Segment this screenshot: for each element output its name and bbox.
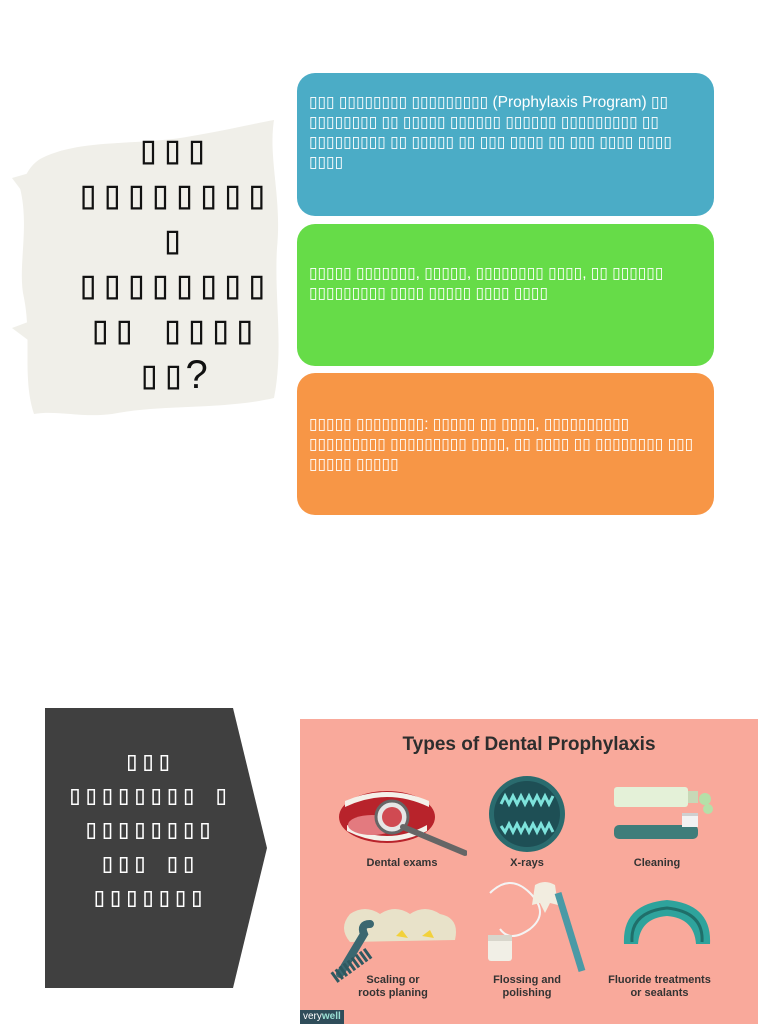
section-chevron — [45, 708, 267, 988]
dental-prophylaxis-infographic: Types of Dental Prophylaxis Dental exams… — [300, 719, 758, 1024]
verywell-logo: verywell — [300, 1010, 344, 1024]
floss-icon — [488, 882, 586, 973]
infographic-title: Types of Dental Prophylaxis — [402, 734, 656, 755]
mouthguard-icon — [623, 900, 711, 944]
xray-icon — [489, 776, 565, 852]
brand-suffix: well — [321, 1011, 341, 1022]
info-box-green: ▯▯▯▯▯ ▯▯▯▯▯▯▯, ▯▯▯▯▯, ▯▯▯▯▯▯▯▯ ▯▯▯▯, ▯▯ … — [297, 224, 714, 366]
item-label-xrays: X-rays — [510, 857, 544, 869]
item-label-cleaning: Cleaning — [633, 857, 681, 869]
section-label: ▯▯▯ ▯▯▯▯▯▯▯▯ ▯ ▯▯▯▯▯▯▯▯ ▯▯▯ ▯▯ ▯▯▯▯▯▯▯ — [66, 746, 230, 913]
slide-title: ▯▯▯ ▯▯▯▯▯▯▯▯ ▯ ▯▯▯▯▯▯▯▯ ▯▯ ▯▯▯▯ ▯▯? — [60, 128, 285, 398]
mouth-mirror-icon — [339, 791, 467, 856]
info-box-orange: ▯▯▯▯▯ ▯▯▯▯▯▯▯▯: ▯▯▯▯▯ ▯▯ ▯▯▯▯, ▯▯▯▯▯▯▯▯▯… — [297, 373, 714, 515]
info-box-blue: ▯▯▯ ▯▯▯▯▯▯▯▯ ▯▯▯▯▯▯▯▯▯ (Prophylaxis Prog… — [297, 73, 714, 216]
slide-title-mark: ? — [185, 353, 208, 397]
item-label-fluoride: Fluoride treatments or sealants — [608, 974, 711, 999]
slide-title-text: ▯▯▯ ▯▯▯▯▯▯▯▯ ▯ ▯▯▯▯▯▯▯▯ ▯▯ ▯▯▯▯ ▯▯ — [76, 127, 269, 398]
item-label-scaling: Scaling or roots planing — [358, 974, 428, 999]
brush-stroke-background — [12, 120, 279, 416]
item-label-flossing: Flossing and polishing — [493, 974, 561, 999]
item-label-dental-exams: Dental exams — [366, 857, 438, 869]
toothbrush-icon — [614, 787, 713, 839]
scaler-icon — [330, 909, 456, 983]
brand-prefix: very — [303, 1011, 322, 1022]
